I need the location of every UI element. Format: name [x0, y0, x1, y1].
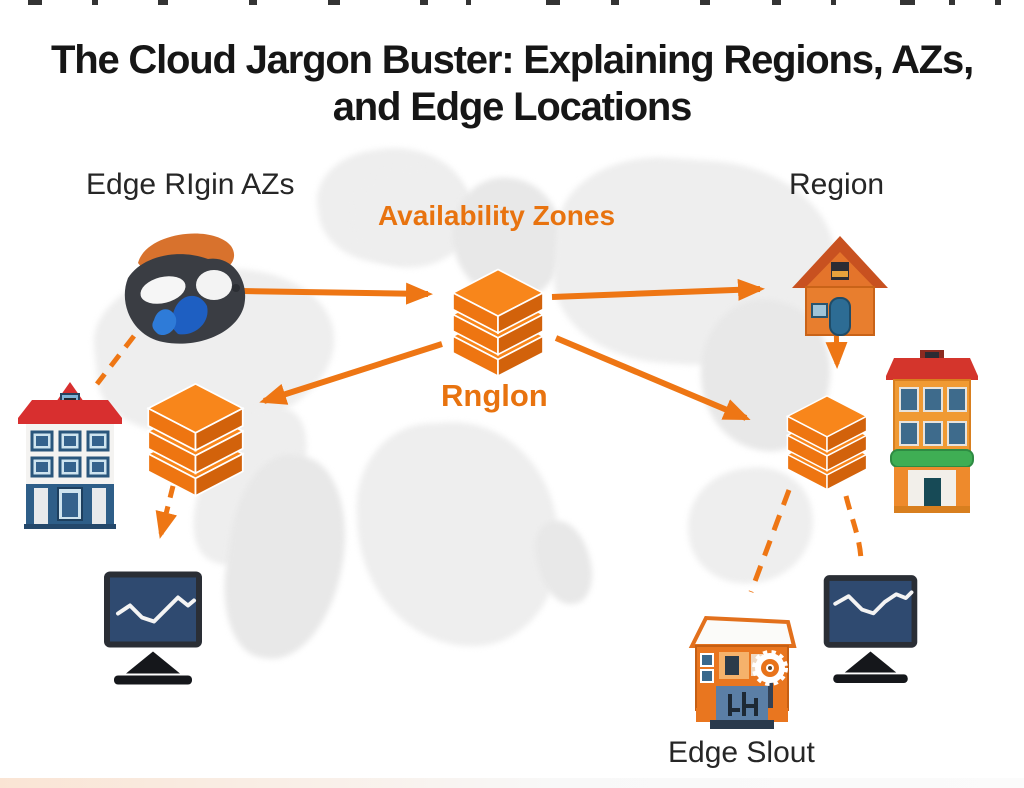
az-stack-icon-right — [785, 394, 869, 491]
top-edge-artifact — [700, 0, 710, 5]
dashed-arrow-stack-to-monitor — [155, 485, 178, 539]
top-edge-artifact — [995, 0, 1001, 5]
arrow-cloud-to-az — [241, 282, 433, 305]
dashed-arrow-cloud-to-building — [95, 334, 136, 386]
arrow-az-to-left-stack — [259, 341, 443, 405]
top-edge-artifact — [420, 0, 428, 5]
top-edge-artifact — [949, 0, 955, 5]
top-edge-artifact — [831, 0, 836, 5]
factory-icon — [688, 615, 797, 729]
title-line-1: The Cloud Jargon Buster: Explaining Regi… — [50, 37, 974, 82]
top-edge-artifact — [611, 0, 619, 5]
dashed-arrow-stack-to-factory — [748, 489, 792, 593]
top-edge-artifact — [92, 0, 98, 5]
label-edge-location: Edge Slout — [668, 736, 815, 769]
house-icon — [792, 236, 888, 336]
label-region-center: Rnglon — [441, 378, 548, 413]
apartment-building-icon — [18, 382, 122, 529]
storefront-building-icon — [886, 350, 978, 513]
top-edge-artifact — [249, 0, 257, 5]
label-availability-zones: Availability Zones — [378, 200, 616, 231]
az-stack-icon-left — [146, 382, 245, 498]
cloud-icon — [124, 233, 246, 344]
arrow-az-to-region-house — [551, 278, 765, 301]
top-edge-artifact — [158, 0, 168, 5]
top-edge-artifact — [900, 0, 915, 5]
top-edge-artifact — [772, 0, 781, 5]
dashed-arrow-stack-to-right-monitor — [843, 495, 864, 561]
label-region: Region — [789, 168, 885, 201]
top-edge-artifact — [546, 0, 560, 5]
label-edge-origin-azs: Edge RIgin AZs — [86, 168, 295, 201]
bottom-edge-artifact — [0, 778, 1024, 788]
monitor-chart-icon-left — [104, 571, 202, 685]
top-edge-artifact — [466, 0, 471, 5]
top-edge-artifact — [28, 0, 42, 5]
title-line-2: and Edge Locations — [332, 84, 693, 129]
page-title: The Cloud Jargon Buster: Explaining Regi… — [0, 37, 1024, 131]
top-edge-artifact — [328, 0, 340, 5]
monitor-chart-icon-right — [823, 575, 918, 684]
az-stack-icon-center — [451, 268, 545, 378]
arrow-az-to-right-stack — [554, 335, 751, 421]
